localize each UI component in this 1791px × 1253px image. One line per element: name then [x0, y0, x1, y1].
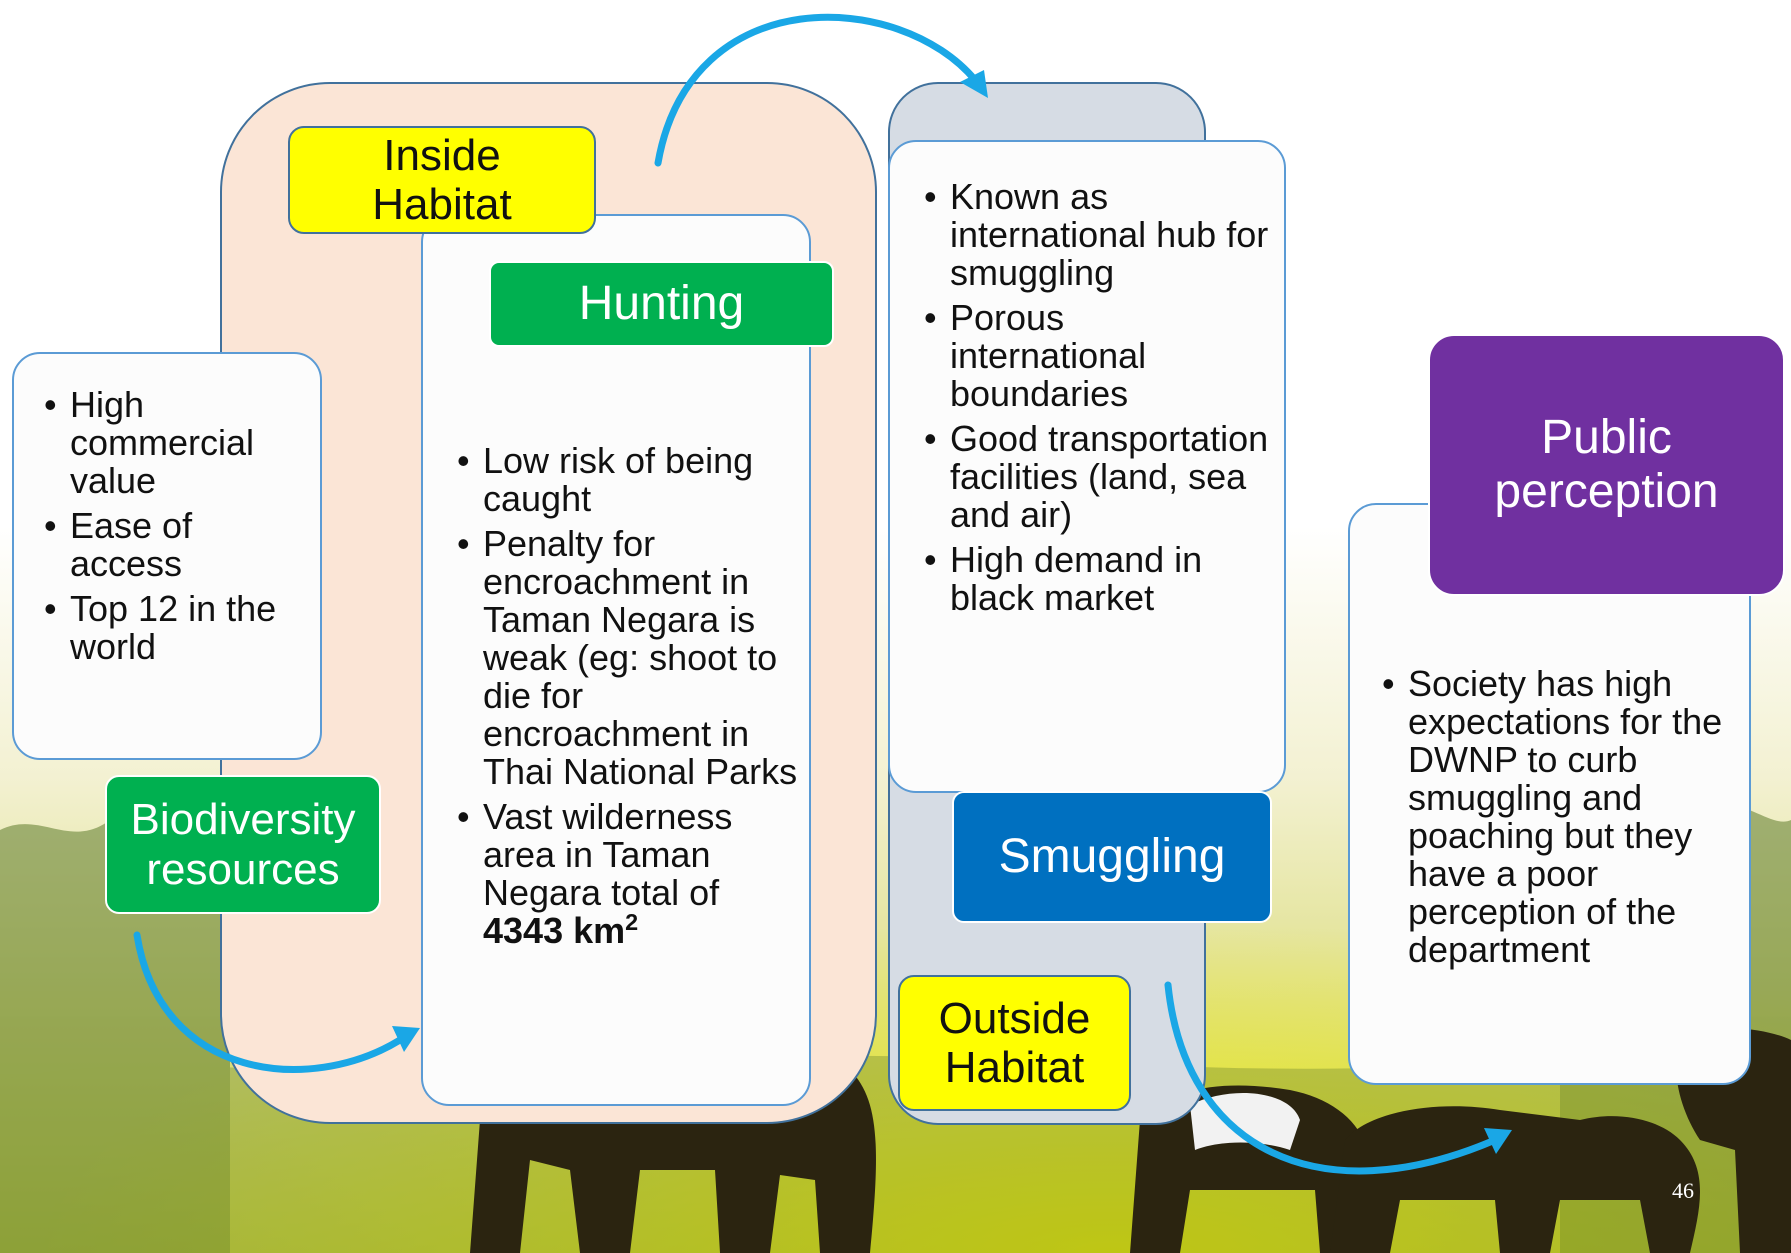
hunting-point: Vast wilderness area in Taman Negara tot… [457, 798, 802, 950]
hunting-area-text: Vast wilderness area in Taman Negara tot… [483, 796, 733, 913]
biodiversity-point: Ease of access [44, 507, 314, 583]
inside-habitat-text: Inside Habitat [372, 130, 512, 229]
smuggling-text: Smuggling [998, 830, 1226, 884]
hunting-text: Hunting [578, 277, 745, 331]
public-perception-text: Public perception [1494, 411, 1719, 518]
smuggling-point: Known as international hub for smuggling [924, 178, 1269, 292]
smuggling-label: Smuggling [952, 791, 1272, 923]
hunting-area-exponent: 2 [625, 909, 639, 935]
smuggling-point: High demand in black market [924, 541, 1269, 617]
biodiversity-text: Biodiversity resources [130, 795, 356, 894]
hunting-area-number: 4343 km [483, 910, 626, 951]
perception-point: Society has high expectations for the DW… [1382, 665, 1727, 969]
slide-number: 46 [1672, 1178, 1694, 1203]
hunting-point: Low risk of being caught [457, 442, 802, 518]
biodiversity-point: Top 12 in the world [44, 590, 314, 666]
smuggling-point: Good transportation facilities (land, se… [924, 420, 1269, 534]
perception-points-list: Society has high expectations for the DW… [1382, 665, 1727, 976]
smuggling-points-card: Known as international hub for smuggling… [888, 140, 1286, 793]
biodiversity-label: Biodiversity resources [105, 775, 381, 914]
hunting-point: Penalty for encroachment in Taman Negara… [457, 525, 802, 791]
hunting-area-value: 4343 km2 [483, 910, 638, 951]
hunting-points-list: Low risk of being caughtPenalty for encr… [457, 442, 802, 957]
smuggling-point: Porous international boundaries [924, 299, 1269, 413]
inside-habitat-label: Inside Habitat [288, 126, 596, 234]
smuggling-points-list: Known as international hub for smuggling… [924, 178, 1269, 624]
biodiversity-point: High commercial value [44, 386, 314, 500]
hunting-points-card: Low risk of being caughtPenalty for encr… [421, 214, 811, 1106]
outside-habitat-text: Outside Habitat [938, 993, 1091, 1092]
public-perception-label: Public perception [1428, 334, 1785, 596]
hunting-label: Hunting [489, 261, 834, 347]
biodiversity-points-list: High commercial valueEase of accessTop 1… [44, 386, 314, 673]
biodiversity-points-card: High commercial valueEase of accessTop 1… [12, 352, 322, 760]
outside-habitat-label: Outside Habitat [898, 975, 1131, 1111]
